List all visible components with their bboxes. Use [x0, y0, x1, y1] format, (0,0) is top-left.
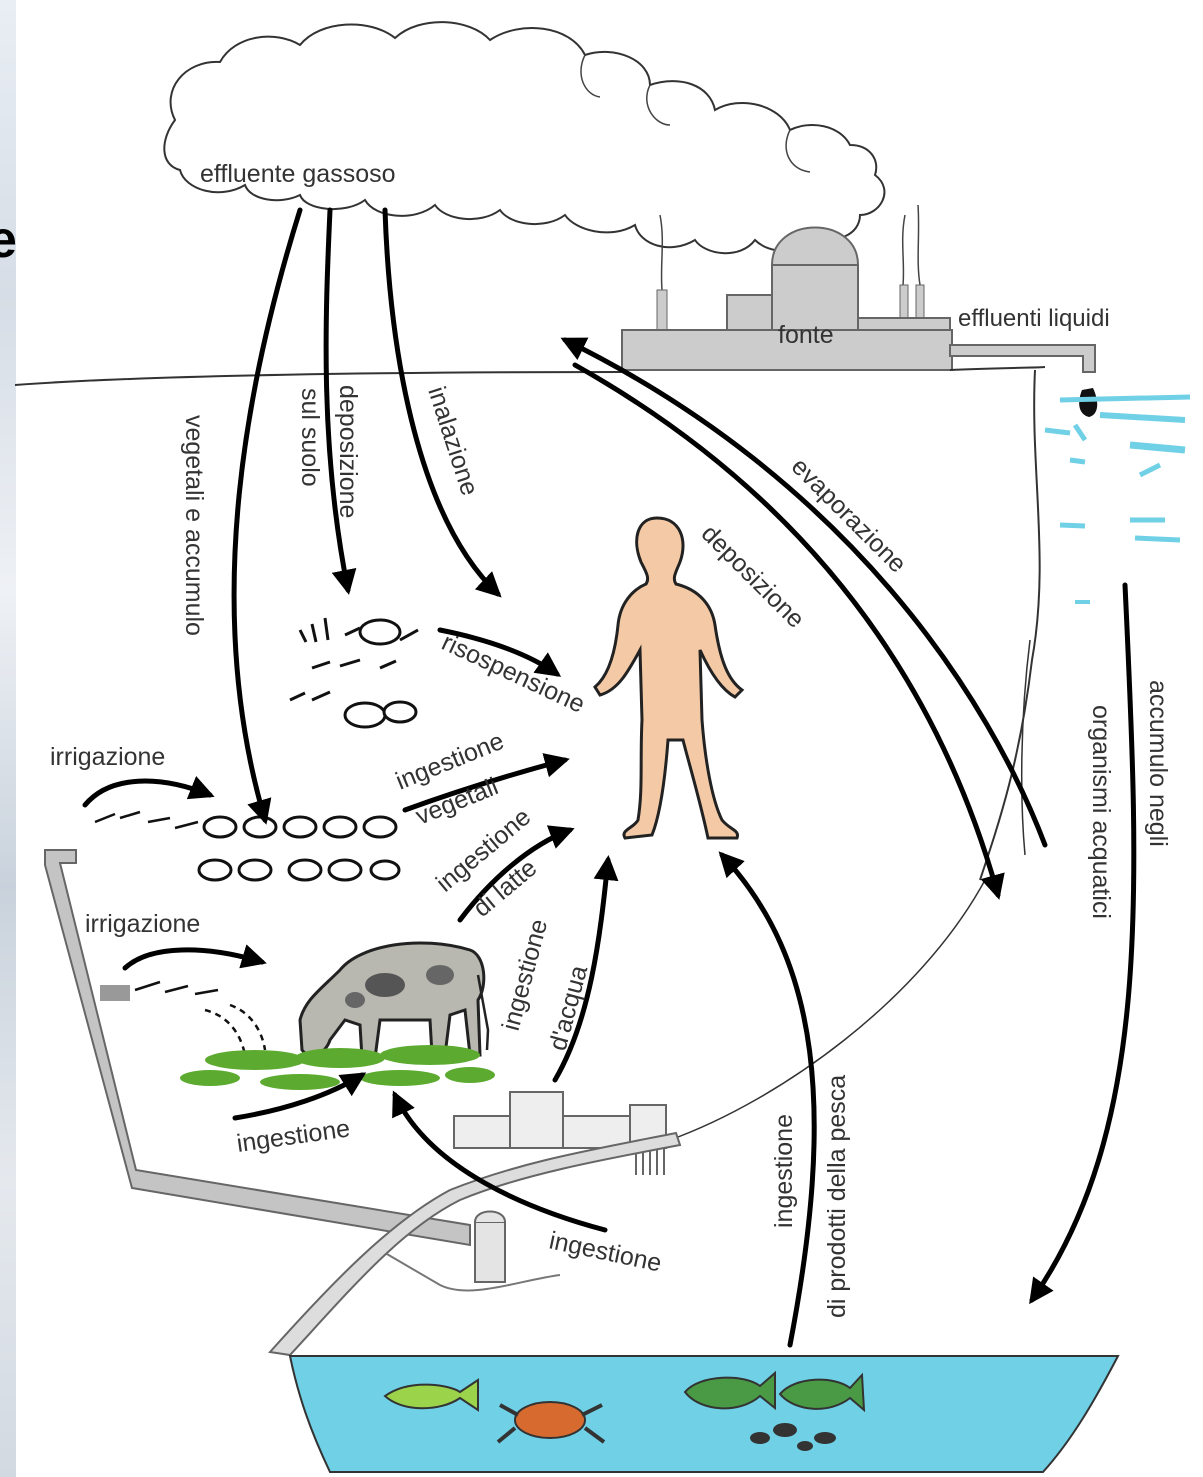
label-vegetation-accumulation: vegetali e accumulo: [180, 415, 208, 636]
arrow-pasture-ingestion: [232, 1072, 367, 1121]
arrow-aquatic-accumulation: [1029, 582, 1137, 1305]
background-strip: [0, 0, 16, 1477]
label-source: fonte: [778, 321, 834, 349]
label-soil-deposition-line1: deposizione: [334, 385, 362, 518]
arrow-silo-ingestion: [392, 1090, 608, 1233]
irrigation-pipe: [44, 849, 561, 1292]
arrow-deposition: [572, 362, 1005, 900]
label-evaporation: evaporazione: [786, 452, 912, 578]
arrow-fish-ingestion: [718, 851, 817, 1348]
label-water-ingestion-line1: ingestione: [497, 916, 554, 1033]
arrow-irrigation-vegetables: [82, 775, 215, 808]
label-aquatic-accumulation-line1: accumulo negli: [1144, 680, 1172, 847]
cow: [298, 941, 490, 1060]
arrow-soil-deposition: [323, 207, 357, 595]
arrow-vegetation-deposition: [231, 207, 303, 825]
label-liquid-effluents: effluenti liquidi: [958, 305, 1110, 332]
lake: [288, 1355, 1120, 1473]
label-irrigation-1: irrigazione: [50, 743, 165, 771]
label-fish-ingestion-line2: di prodotti della pesca: [823, 1075, 851, 1318]
label-silo-ingestion: ingestione: [547, 1226, 664, 1277]
arrow-vegetable-ingestion: [402, 753, 570, 813]
arrow-resuspension: [437, 627, 562, 677]
nuclear-plant: fonte effluenti liquidi: [621, 226, 1110, 373]
cropped-title-letter: e: [0, 211, 17, 269]
irrigation-spray: [94, 810, 267, 1056]
label-irrigation-2: irrigazione: [85, 910, 200, 938]
ground-debris: [289, 617, 419, 729]
arrow-inhalation: [382, 207, 502, 598]
label-aquatic-accumulation-line2: organismi acquatici: [1087, 705, 1115, 919]
ground-lines: [14, 366, 1046, 1141]
label-gaseous-effluent: effluente gassoso: [200, 160, 396, 188]
arrow-evaporation: [560, 337, 1048, 848]
label-fish-ingestion-line1: ingestione: [770, 1114, 798, 1228]
gas-cloud: effluente gassoso: [163, 21, 921, 291]
pathway-labels: vegetali e accumulo deposizione sul suol…: [50, 383, 1172, 1318]
label-pasture-ingestion: ingestione: [235, 1114, 352, 1158]
liquid-discharge: [1044, 388, 1191, 604]
label-resuspension: risospensione: [437, 628, 589, 719]
pathway-arrows: [82, 207, 1137, 1348]
pasture-grass: [180, 1045, 495, 1090]
label-soil-deposition-line2: sul suolo: [296, 388, 324, 487]
arrow-water-ingestion: [552, 855, 619, 1083]
arrow-milk-ingestion: [457, 825, 575, 923]
vegetables: [197, 815, 401, 882]
human-figure: [593, 516, 745, 840]
canal: [268, 1131, 682, 1357]
arrow-irrigation-pasture: [122, 944, 267, 971]
